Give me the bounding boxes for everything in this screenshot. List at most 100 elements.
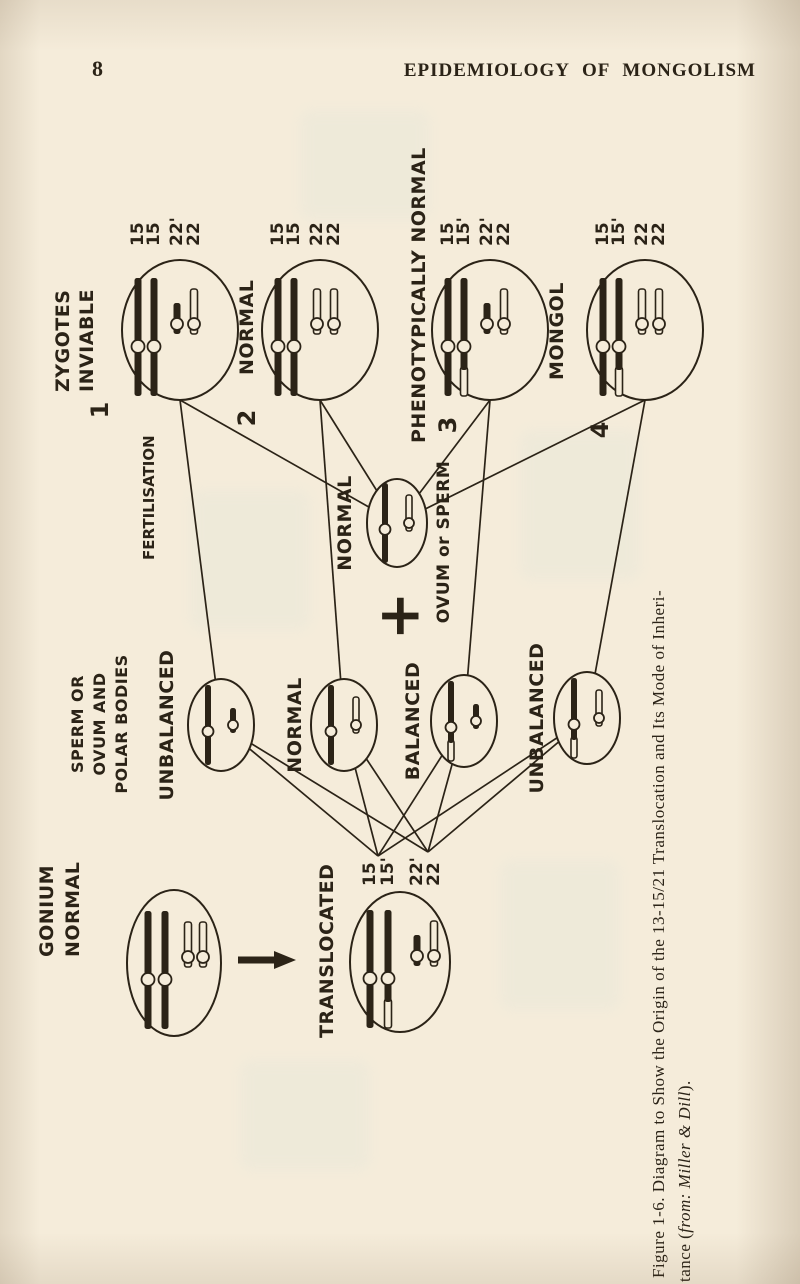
chromosome-number: 15 [144, 222, 164, 246]
chromosome-long-transloc [567, 678, 581, 759]
chromosome-long-transloc [611, 278, 627, 397]
centromere [635, 317, 649, 331]
stage-label-gonium-line1: GONIUM [36, 864, 58, 957]
chromosome-long-dark [362, 910, 378, 1028]
stage-label-fertilisation: FERTILISATION [140, 435, 158, 560]
centromere [440, 339, 456, 354]
chromosome-small-outline [635, 288, 649, 335]
gamete-cell-1-membrane [187, 678, 255, 772]
bleedthrough-spot [240, 1060, 370, 1170]
chromosome-small-outline [497, 288, 511, 335]
chromosome-small-outline [403, 494, 415, 532]
bleedthrough-spot [300, 110, 430, 220]
chromosome-long-dark [286, 278, 302, 396]
centromere [456, 339, 472, 354]
centromere [378, 523, 392, 536]
connector-line [179, 399, 222, 726]
gamete-cell-3-membrane [430, 674, 498, 768]
chromosomes-layer [130, 278, 666, 1029]
chromosome-long-dark [146, 278, 162, 396]
centromere [196, 950, 210, 964]
stage-label-germ-cells-line1: SPERM OR [68, 675, 87, 773]
bleedthrough-spot [520, 430, 640, 580]
page-number: 8 [92, 56, 103, 81]
bleedthrough-spot [190, 490, 310, 630]
connector-line [179, 399, 398, 524]
chromosome-number: 15 [360, 862, 380, 886]
zygote-index-4: 4 [586, 421, 614, 439]
centromere [140, 972, 156, 987]
zygote-index-2: 2 [233, 409, 261, 427]
centromere [130, 339, 146, 354]
chromosome-small-dark [470, 704, 482, 729]
gamete-cell-4-membrane [553, 671, 621, 765]
chromosome-small-outline [327, 288, 341, 335]
chromosome-long-dark [324, 685, 338, 765]
centromere [327, 317, 341, 331]
chromosome-number: 15' [454, 217, 474, 246]
running-header: EPIDEMIOLOGY OF MONGOLISM [403, 60, 756, 81]
centromere [324, 725, 338, 738]
centromere [227, 719, 239, 731]
chromosome-long-dark [440, 278, 456, 396]
centromere [410, 949, 424, 963]
centromere [310, 317, 324, 331]
zygote-index-1: 1 [86, 401, 114, 419]
chromosome-number: 15' [378, 857, 398, 886]
chromosome-small-outline [593, 689, 605, 727]
centromere [427, 949, 441, 963]
centromere [350, 719, 362, 731]
plus-sign: + [364, 591, 433, 641]
chromosome-small-dark [480, 303, 494, 334]
centromere [611, 339, 627, 354]
chromosome-number: 22 [184, 222, 204, 246]
chromosome-small-outline [427, 920, 441, 967]
chromosome-long-transloc [456, 278, 472, 397]
ovum-sperm-label: OVUM or SPERM [434, 460, 454, 624]
stage-label-germ-cells-line2: OVUM AND [90, 672, 109, 776]
ovum-sperm-label-normal: NORMAL [334, 475, 356, 571]
gamete-label-2: NORMAL [284, 677, 306, 773]
centromere [181, 950, 195, 964]
connector-line [319, 399, 345, 726]
translocated-cell-membrane [349, 891, 451, 1033]
chromosome-long-dark [595, 278, 611, 396]
gamete-cell-2-membrane [310, 678, 378, 772]
chromosome-small-outline [196, 921, 210, 968]
centromere [170, 317, 184, 331]
chromosome-long-dark [157, 911, 173, 1029]
zygote-label-1: INVIABLE [76, 288, 98, 392]
centromere [270, 339, 286, 354]
zygote-label-2: NORMAL [236, 279, 258, 375]
connector-line [586, 399, 646, 719]
centromere [187, 317, 201, 331]
zygote-label-3: PHENOTYPICALLY NORMAL [408, 147, 430, 443]
chromosome-long-dark [378, 483, 392, 563]
gamete-label-3: BALANCED [402, 661, 424, 781]
stage-label-zygotes: ZYGOTES [52, 289, 74, 392]
chromosome-long-transloc [444, 681, 458, 762]
centromere [652, 317, 666, 331]
gamete-label-4: UNBALANCED [526, 642, 548, 794]
chromosome-long-dark [130, 278, 146, 396]
chromosome-small-dark [227, 708, 239, 733]
chromosome-small-dark [410, 935, 424, 966]
stage-label-germ-cells-line3: POLAR BODIES [112, 654, 131, 794]
translocated-cell-label: TRANSLOCATED [316, 863, 338, 1038]
chromosome-small-outline [310, 288, 324, 335]
connector-line [396, 399, 646, 524]
centromere [403, 517, 415, 529]
chromosome-long-dark [270, 278, 286, 396]
centromere [470, 715, 482, 727]
chromosome-long-dark [201, 685, 215, 765]
chromosome-small-outline [652, 288, 666, 335]
chromosome-small-outline [187, 288, 201, 335]
chromosome-number: 22 [494, 222, 514, 246]
chromosome-number: 15 [284, 222, 304, 246]
centromere [593, 712, 605, 724]
centromere [380, 971, 396, 986]
chromosome-small-dark [170, 303, 184, 334]
ovum-sperm-cell-membrane [366, 478, 428, 568]
